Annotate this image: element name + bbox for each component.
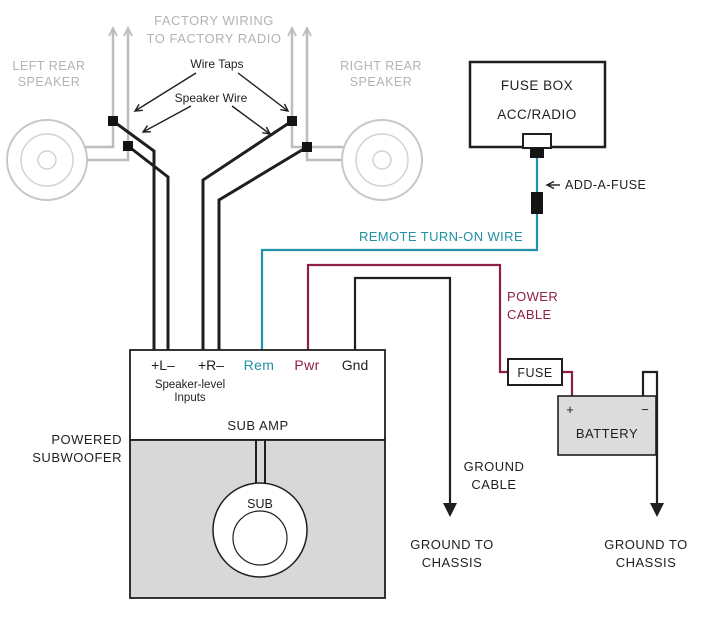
ground-chassis-left-label-1: GROUND TO (410, 537, 493, 552)
wire-tap (302, 142, 312, 152)
wire-taps-arrow-left (133, 72, 197, 112)
sub-label: SUB (247, 497, 273, 511)
speaker-center-ring (372, 150, 392, 170)
right-speaker-label-2: SPEAKER (350, 75, 413, 89)
speaker-wire-arrow-right (231, 105, 272, 135)
wire-taps (108, 116, 312, 152)
speaker-wire-right-1 (201, 119, 293, 350)
power-cable-label-1: POWER (507, 289, 558, 304)
ground-cable-battery (641, 370, 664, 517)
fuse-box-connector (522, 133, 552, 149)
amp-terminal-right: +R– (198, 357, 224, 373)
add-a-fuse-label: ADD-A-FUSE (565, 178, 646, 192)
ground-chassis-right-label-1: GROUND TO (604, 537, 687, 552)
power-cable-amp-to-fuse (306, 263, 509, 374)
speaker-middle-ring (20, 133, 74, 187)
ground-cable-amp (353, 276, 457, 517)
wire-taps-label: Wire Taps (190, 57, 243, 71)
speaker-level-wires (112, 119, 308, 350)
amp-inputs-label-2: Inputs (174, 392, 206, 404)
sub-amp: +L– +R– Rem Pwr Gnd Speaker-level Inputs… (129, 349, 386, 441)
amp-terminal-pwr: Pwr (294, 357, 319, 373)
ground-wires (353, 276, 664, 517)
inline-fuse: FUSE (507, 358, 563, 386)
amp-terminal-left: +L– (151, 357, 175, 373)
factory-wiring-label-2: TO FACTORY RADIO (147, 31, 282, 46)
sub-cone-ring (232, 510, 288, 566)
power-cable-fuse-to-battery (560, 370, 574, 397)
right-speaker-label-1: RIGHT REAR (340, 59, 422, 73)
power-cable-label-2: CABLE (507, 307, 552, 322)
wire-tap (287, 116, 297, 126)
factory-wire-right-2 (302, 25, 344, 162)
factory-wiring-lines (85, 25, 344, 162)
speaker-wire-arrow-left (141, 105, 192, 133)
factory-wire-right-1 (287, 25, 344, 149)
factory-wiring-label-1: FACTORY WIRING (154, 13, 274, 28)
battery-outline (557, 395, 657, 456)
speaker-wire-label: Speaker Wire (175, 91, 248, 105)
wire-taps-arrow-right (237, 72, 290, 112)
factory-wire-left-1 (85, 25, 118, 149)
factory-wire-left-2 (85, 25, 133, 162)
amp-terminal-rem: Rem (244, 357, 275, 373)
left-speaker-label-1: LEFT REAR (12, 59, 85, 73)
subwoofer-enclosure: SUB (129, 439, 386, 599)
left-speaker-label-2: SPEAKER (18, 75, 81, 89)
wire-tap (108, 116, 118, 126)
fuse-box-terminal (530, 148, 544, 158)
ground-chassis-left-label-2: CHASSIS (422, 555, 483, 570)
amp-outline (129, 349, 386, 441)
speaker-middle-ring (355, 133, 409, 187)
fuse-box: FUSE BOX ACC/RADIO (468, 60, 607, 158)
amp-terminal-gnd: Gnd (342, 357, 368, 373)
fuse-box-outline (468, 60, 607, 149)
amp-name: SUB AMP (227, 418, 288, 433)
fuse-box-title: FUSE BOX (501, 78, 573, 93)
ground-chassis-right-label-2: CHASSIS (616, 555, 677, 570)
speaker-outer-ring (6, 119, 88, 201)
left-rear-speaker (6, 119, 88, 201)
right-rear-speaker (341, 119, 423, 201)
speaker-wire-left-1 (112, 119, 156, 350)
speaker-center-ring (37, 150, 57, 170)
speaker-wire-right-2 (217, 145, 308, 350)
power-cable (306, 263, 574, 397)
annotation-arrows (133, 72, 560, 190)
sub-outer-ring (212, 482, 308, 578)
wire-tap (123, 141, 133, 151)
powered-subwoofer-label-2: SUBWOOFER (32, 450, 122, 465)
fuse-label: FUSE (517, 366, 552, 380)
amp-inputs-label-1: Speaker-level (155, 379, 225, 391)
ground-cable-label-1: GROUND (464, 459, 525, 474)
battery-label: BATTERY (576, 426, 638, 441)
speaker-outer-ring (341, 119, 423, 201)
remote-turn-on-label: REMOTE TURN-ON WIRE (359, 229, 523, 244)
battery: + − BATTERY (557, 395, 657, 456)
speaker-wire-left-2 (127, 144, 170, 350)
battery-plus-terminal: + (566, 402, 574, 417)
fuse-outline (507, 358, 563, 386)
powered-subwoofer-label-1: POWERED (51, 432, 122, 447)
add-a-fuse-body (531, 192, 543, 214)
fuse-box-terminal-label: ACC/RADIO (497, 107, 577, 122)
battery-minus-terminal: − (641, 402, 649, 417)
ground-cable-label-2: CABLE (471, 477, 516, 492)
